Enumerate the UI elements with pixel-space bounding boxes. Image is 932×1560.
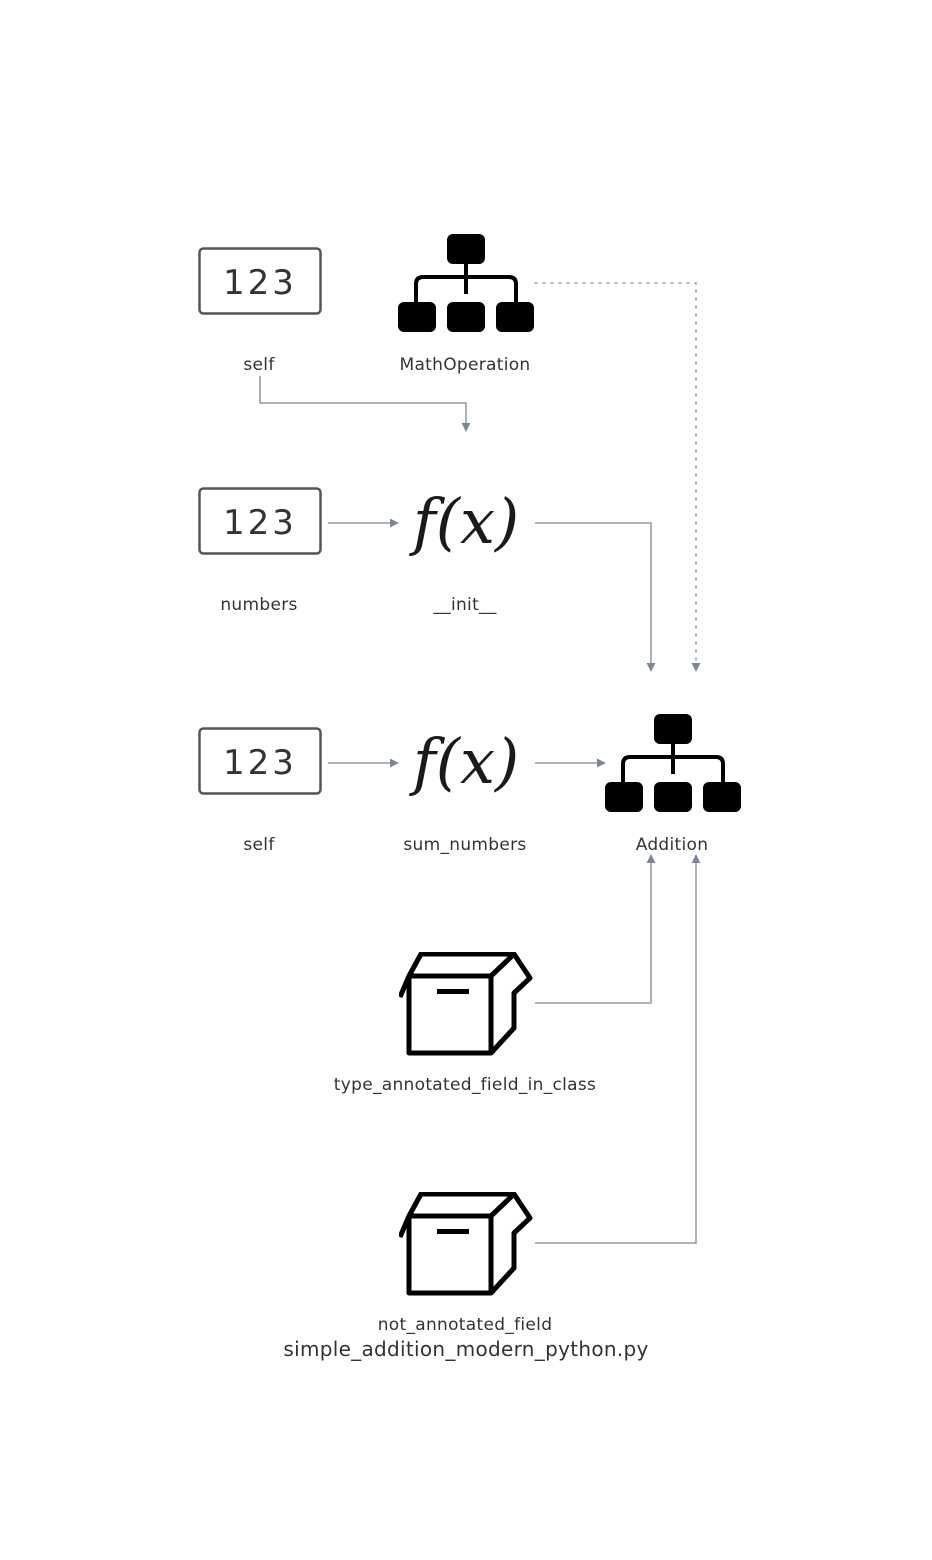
- node-label: Addition: [636, 835, 709, 855]
- node-self-mid[interactable]: 123 self: [198, 727, 322, 856]
- node-label: sum_numbers: [403, 835, 526, 855]
- edge-mathoperation-to-addition: [534, 282, 701, 672]
- node-label: MathOperation: [399, 355, 530, 375]
- diagram-caption: simple_addition_modern_python.py: [283, 1337, 648, 1361]
- box-icon: [400, 1194, 530, 1293]
- node-sum-numbers[interactable]: f(x) sum_numbers: [403, 725, 526, 855]
- node-not-annotated-field[interactable]: not_annotated_field: [378, 1194, 553, 1335]
- node-numbers[interactable]: 123 numbers: [198, 487, 322, 616]
- hierarchy-icon: [398, 234, 534, 332]
- node-label: __init__: [432, 595, 496, 615]
- number-box-icon: 123: [198, 247, 322, 315]
- node-label: not_annotated_field: [378, 1315, 553, 1335]
- node-type-annotated-field[interactable]: type_annotated_field_in_class: [334, 954, 596, 1095]
- node-label: self: [243, 355, 275, 375]
- number-box-text: 123: [223, 503, 297, 543]
- function-icon: f(x): [409, 725, 519, 798]
- hierarchy-icon: [605, 714, 741, 812]
- edge-not-annotated-field-to-addition: [535, 854, 701, 1244]
- number-box-text: 123: [223, 743, 297, 783]
- node-init[interactable]: f(x) __init__: [409, 485, 519, 615]
- box-icon: [400, 954, 530, 1053]
- edge-type-annotated-field-to-addition: [535, 854, 656, 1004]
- function-icon: f(x): [409, 485, 519, 558]
- node-addition[interactable]: Addition: [605, 714, 741, 855]
- node-label: type_annotated_field_in_class: [334, 1075, 596, 1095]
- number-box-text: 123: [223, 263, 297, 303]
- node-math-operation[interactable]: MathOperation: [398, 234, 534, 375]
- node-label: self: [243, 835, 275, 855]
- edge-init-to-addition: [535, 522, 656, 672]
- node-self-top[interactable]: 123 self: [198, 247, 322, 376]
- node-label: numbers: [220, 595, 297, 615]
- number-box-icon: 123: [198, 487, 322, 555]
- edge-self-to-init: [259, 376, 471, 432]
- edges: [259, 282, 701, 1244]
- number-box-icon: 123: [198, 727, 322, 795]
